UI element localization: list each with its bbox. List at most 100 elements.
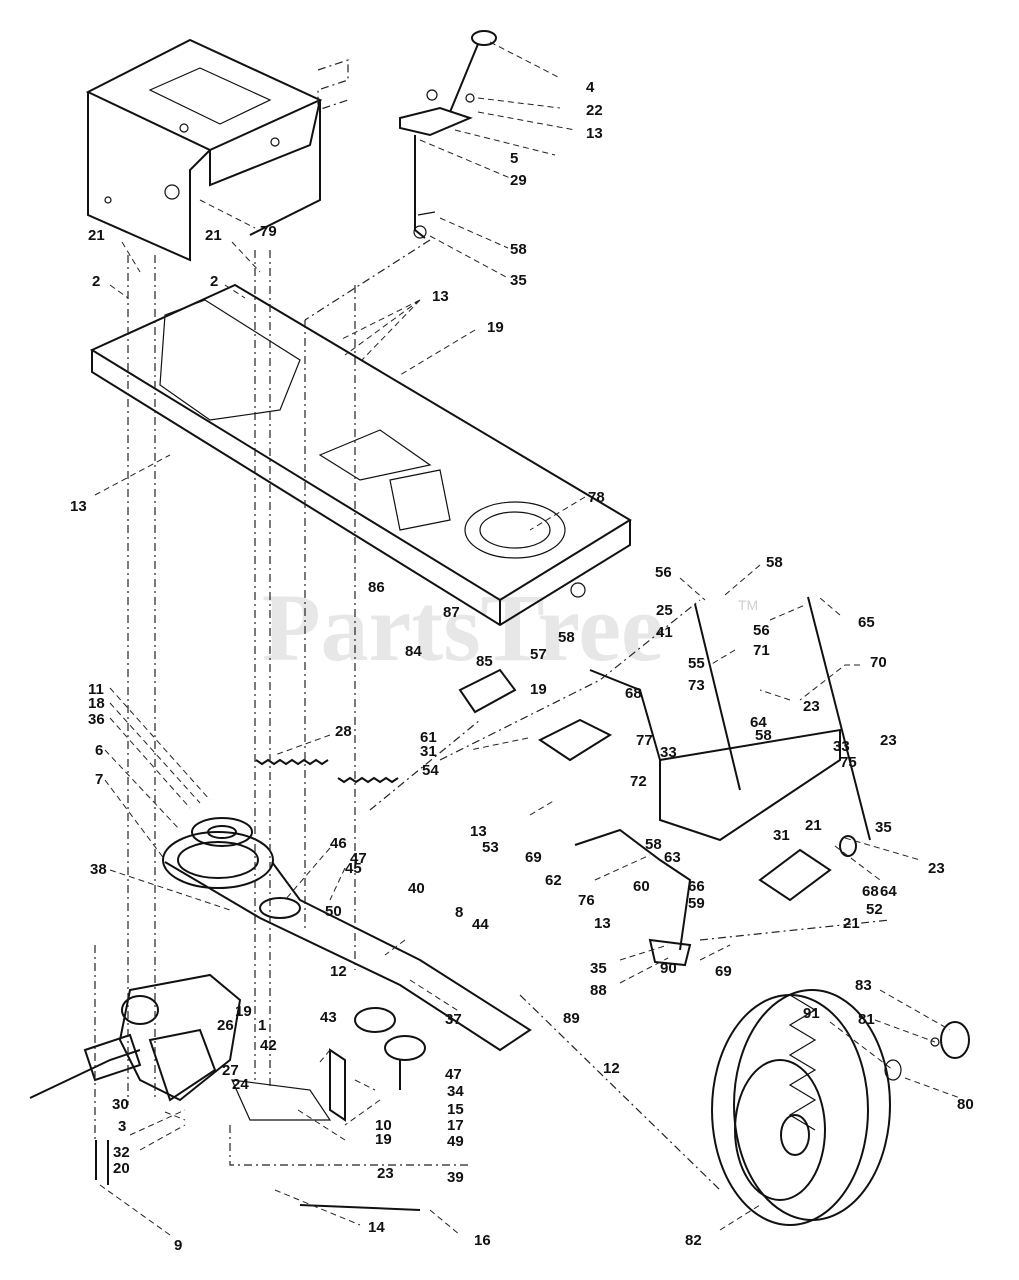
callout-35: 35 (510, 272, 527, 289)
transaxle (29, 973, 332, 1121)
callout-21: 21 (805, 817, 822, 834)
watermark-tm: TM (738, 597, 758, 613)
callout-5: 5 (510, 150, 518, 167)
pin-9 (95, 1140, 109, 1185)
callout-13: 13 (70, 498, 87, 515)
callout-89: 89 (563, 1010, 580, 1027)
callout-2: 2 (210, 273, 218, 290)
callout-83: 83 (855, 977, 872, 994)
callout-44: 44 (472, 916, 489, 933)
dash-panel-79 (85, 38, 323, 262)
callout-52: 52 (866, 901, 883, 918)
callout-58: 58 (755, 727, 772, 744)
callout-22: 22 (586, 102, 603, 119)
callout-35: 35 (590, 960, 607, 977)
callout-13: 13 (594, 915, 611, 932)
callout-90: 90 (660, 960, 677, 977)
callout-43: 43 (320, 1009, 337, 1026)
callout-3: 3 (118, 1118, 126, 1135)
callout-11: 11 (88, 681, 104, 698)
callout-40: 40 (408, 880, 425, 897)
callout-65: 65 (858, 614, 875, 631)
callout-41: 41 (656, 624, 673, 641)
callout-87: 87 (443, 604, 460, 621)
spring-28 (255, 758, 329, 766)
idler-pulleys (329, 1007, 426, 1122)
callout-47: 47 (350, 850, 367, 867)
callout-26: 26 (217, 1017, 234, 1034)
callout-1: 1 (258, 1017, 266, 1034)
callout-labels: 4 22 13 5 29 79 21 21 2 2 58 35 13 19 13… (70, 79, 974, 1254)
callout-19: 19 (235, 1003, 252, 1020)
callout-21: 21 (205, 227, 222, 244)
callout-37: 37 (445, 1011, 462, 1028)
callout-58: 58 (645, 836, 662, 853)
callout-56: 56 (753, 622, 770, 639)
callout-8: 8 (455, 904, 463, 921)
callout-54: 54 (422, 762, 439, 779)
callout-58: 58 (766, 554, 783, 571)
callout-69: 69 (715, 963, 732, 980)
assembly-centerlines (94, 59, 891, 1191)
callout-82: 82 (685, 1232, 702, 1249)
drive-belt-and-pulleys (162, 817, 532, 1052)
callout-58: 58 (510, 241, 527, 258)
callout-31: 31 (773, 827, 790, 844)
callout-23: 23 (928, 860, 945, 877)
callout-30: 30 (112, 1096, 129, 1113)
callout-80: 80 (957, 1096, 974, 1113)
callout-33: 33 (833, 738, 850, 755)
callout-16: 16 (474, 1232, 491, 1249)
callout-36: 36 (88, 711, 105, 728)
callout-2: 2 (92, 273, 100, 290)
callout-55: 55 (688, 655, 705, 672)
callout-15: 15 (447, 1101, 464, 1118)
wheel-assembly (711, 989, 970, 1226)
callout-35: 35 (875, 819, 892, 836)
callout-62: 62 (545, 872, 562, 889)
callout-70: 70 (870, 654, 887, 671)
callout-61: 61 (420, 729, 437, 746)
callout-10: 10 (375, 1117, 392, 1134)
callout-66: 66 (688, 878, 705, 895)
callout-14: 14 (368, 1219, 385, 1236)
callout-23: 23 (377, 1165, 394, 1182)
shift-lever-assembly (458, 596, 871, 967)
callout-73: 73 (688, 677, 705, 694)
callout-31: 31 (420, 743, 437, 760)
callout-29: 29 (510, 172, 527, 189)
callout-88: 88 (590, 982, 607, 999)
callout-59: 59 (688, 895, 705, 912)
callout-75: 75 (840, 754, 857, 771)
watermark-text: PartsTree (262, 574, 664, 681)
frame-78 (89, 283, 632, 627)
callout-9: 9 (174, 1237, 182, 1254)
callout-69: 69 (525, 849, 542, 866)
callout-34: 34 (447, 1083, 464, 1100)
callout-42: 42 (260, 1037, 277, 1054)
callout-68: 68 (625, 685, 642, 702)
callout-27: 27 (222, 1062, 239, 1079)
callout-84: 84 (405, 643, 422, 660)
callout-12: 12 (603, 1060, 620, 1077)
callout-4: 4 (586, 79, 595, 96)
callout-76: 76 (578, 892, 595, 909)
callout-50: 50 (325, 903, 342, 920)
callout-17: 17 (447, 1117, 464, 1134)
callout-18: 18 (88, 695, 105, 712)
callout-38: 38 (90, 861, 107, 878)
callout-58: 58 (558, 629, 575, 646)
callout-13: 13 (470, 823, 487, 840)
callout-21: 21 (88, 227, 105, 244)
callout-49: 49 (447, 1133, 464, 1150)
callout-13: 13 (586, 125, 603, 142)
callout-77: 77 (636, 732, 653, 749)
spring-31 (337, 776, 399, 784)
callout-32: 32 (113, 1144, 130, 1161)
callout-19: 19 (375, 1131, 392, 1148)
callout-21: 21 (843, 915, 860, 932)
callout-46: 46 (330, 835, 347, 852)
callout-28: 28 (335, 723, 352, 740)
